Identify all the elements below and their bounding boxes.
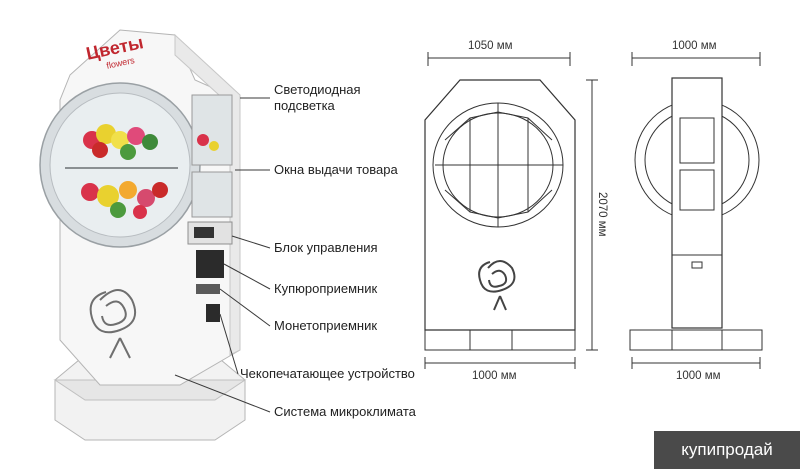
callout-led-line1: Светодиодная [274,82,361,97]
front-width-label: 1050 мм [468,40,513,52]
coin-acceptor [196,284,220,294]
side-base-label: 1000 мм [676,370,721,382]
front-height-label: 2070 мм [596,192,608,237]
front-base-label: 1000 мм [472,370,517,382]
callout-climate-system: Система микроклимата [274,404,416,419]
flowers-upper [83,124,158,160]
rose-emblem [478,260,516,311]
callout-bill-acceptor: Купюроприемник [274,281,378,296]
receipt-printer [206,304,220,322]
flowers-lower [81,181,168,219]
bill-acceptor [196,250,224,278]
callout-led-lighting: Светодиодная подсветка [274,82,361,114]
callout-coin-acceptor: Монетоприемник [274,318,378,333]
watermark-badge: купипродай [654,431,800,469]
front-view-drawing [424,52,598,369]
callout-control-block: Блок управления [274,240,378,255]
callout-delivery-windows: Окна выдачи товара [274,162,398,177]
climate-grille [89,289,136,359]
side-view-drawing [629,52,763,369]
side-width-label: 1000 мм [672,40,717,52]
delivery-window-upper [191,94,233,166]
callout-receipt-printer: Чекопечатающее устройство [240,366,415,381]
delivery-window-lower [191,171,233,218]
callout-lines [174,97,271,413]
callout-led-line2: подсветка [274,98,335,113]
